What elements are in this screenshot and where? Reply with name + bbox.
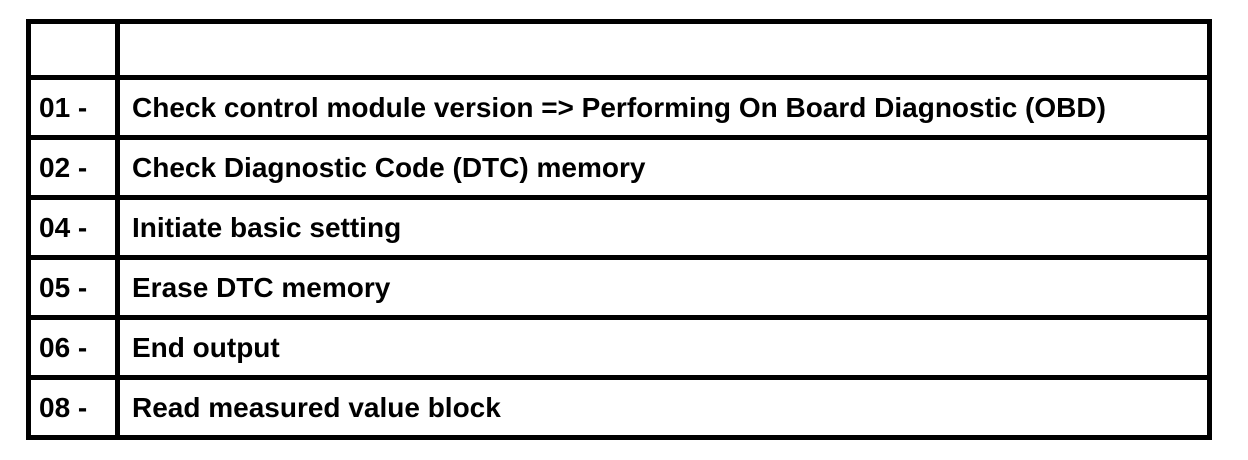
row-description-cell: Check Diagnostic Code (DTC) memory: [115, 135, 1212, 200]
header-code-cell: [26, 19, 120, 80]
header-description-cell: [115, 19, 1212, 80]
row-code-cell: 02 -: [26, 135, 120, 200]
diagnostic-functions-table: 01 - Check control module version => Per…: [26, 19, 1212, 440]
row-code-cell: 01 -: [26, 75, 120, 140]
row-code-cell: 05 -: [26, 255, 120, 320]
table-row: 05 - Erase DTC memory: [26, 255, 1212, 320]
row-code-cell: 08 -: [26, 375, 120, 440]
row-description-cell: Initiate basic setting: [115, 195, 1212, 260]
row-code-cell: 04 -: [26, 195, 120, 260]
table-row: 01 - Check control module version => Per…: [26, 75, 1212, 140]
table-row: 02 - Check Diagnostic Code (DTC) memory: [26, 135, 1212, 200]
table-row: 04 - Initiate basic setting: [26, 195, 1212, 260]
row-description-cell: Check control module version => Performi…: [115, 75, 1212, 140]
row-description-cell: End output: [115, 315, 1212, 380]
row-code-cell: 06 -: [26, 315, 120, 380]
table-row: 08 - Read measured value block: [26, 375, 1212, 440]
row-description-cell: Read measured value block: [115, 375, 1212, 440]
table-header-row: [26, 19, 1212, 80]
table-row: 06 - End output: [26, 315, 1212, 380]
row-description-cell: Erase DTC memory: [115, 255, 1212, 320]
